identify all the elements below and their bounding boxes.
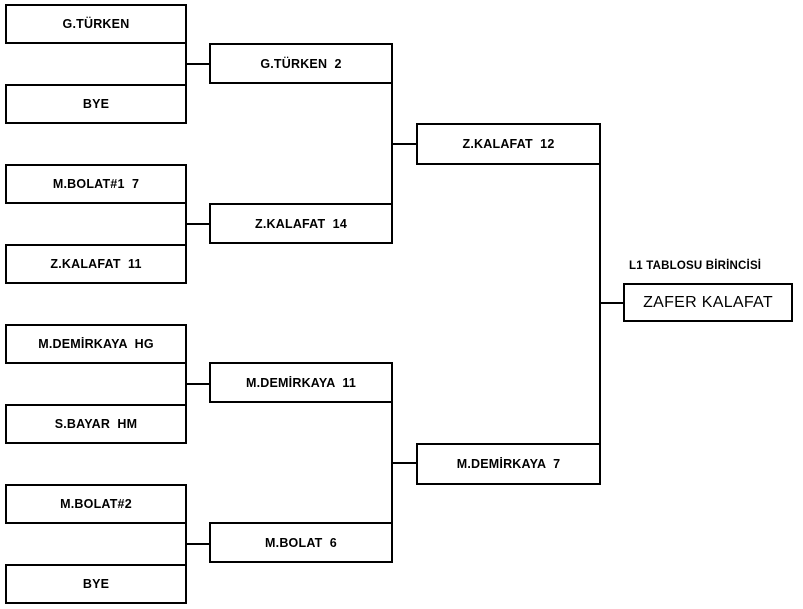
round1-label-3: M.BOLAT#1 7 bbox=[52, 177, 140, 191]
connector-r2-pair2-horizontal bbox=[391, 462, 418, 464]
round1-label-7: M.BOLAT#2 bbox=[60, 497, 132, 511]
winner-label: ZAFER KALAFAT bbox=[643, 293, 773, 311]
round1-label-6: S.BAYAR HM bbox=[54, 417, 138, 431]
round2-label-3: M.DEMİRKAYA 11 bbox=[246, 375, 356, 390]
round1-box-8[interactable]: BYE bbox=[5, 564, 187, 604]
round2-label-4: M.BOLAT 6 bbox=[265, 535, 337, 550]
round2-box-3[interactable]: M.DEMİRKAYA 11 bbox=[209, 362, 393, 403]
connector-r1-pair1-horizontal bbox=[185, 63, 211, 65]
round2-label-2: Z.KALAFAT 14 bbox=[255, 216, 347, 231]
round1-label-4: Z.KALAFAT 11 bbox=[50, 257, 142, 271]
connector-r1-pair2-horizontal bbox=[185, 223, 211, 225]
connector-r1-pair4-horizontal bbox=[185, 543, 211, 545]
round1-box-6[interactable]: S.BAYAR HM bbox=[5, 404, 187, 444]
connector-r1-pair3-horizontal bbox=[185, 383, 211, 385]
round1-label-8: BYE bbox=[82, 577, 110, 591]
round1-box-5[interactable]: M.DEMİRKAYA HG bbox=[5, 324, 187, 364]
round2-box-1[interactable]: G.TÜRKEN 2 bbox=[209, 43, 393, 84]
round1-box-1[interactable]: G.TÜRKEN bbox=[5, 4, 187, 44]
connector-r2-pair1-horizontal bbox=[391, 143, 418, 145]
connector-r3-final-horizontal bbox=[599, 302, 625, 304]
round3-label-2: M.DEMİRKAYA 7 bbox=[456, 457, 561, 471]
round1-box-7[interactable]: M.BOLAT#2 bbox=[5, 484, 187, 524]
winner-title-label: L1 TABLOSU BİRİNCİSİ bbox=[629, 260, 762, 272]
round1-box-4[interactable]: Z.KALAFAT 11 bbox=[5, 244, 187, 284]
round2-box-2[interactable]: Z.KALAFAT 14 bbox=[209, 203, 393, 244]
round2-box-4[interactable]: M.BOLAT 6 bbox=[209, 522, 393, 563]
round1-label-1: G.TÜRKEN bbox=[62, 17, 130, 31]
round2-label-1: G.TÜRKEN 2 bbox=[260, 56, 342, 71]
round3-box-2[interactable]: M.DEMİRKAYA 7 bbox=[416, 443, 601, 485]
round3-label-1: Z.KALAFAT 12 bbox=[462, 137, 555, 151]
round1-box-2[interactable]: BYE bbox=[5, 84, 187, 124]
round1-box-3[interactable]: M.BOLAT#1 7 bbox=[5, 164, 187, 204]
winner-box[interactable]: ZAFER KALAFAT bbox=[623, 283, 793, 322]
round3-box-1[interactable]: Z.KALAFAT 12 bbox=[416, 123, 601, 165]
round1-label-5: M.DEMİRKAYA HG bbox=[38, 337, 154, 351]
round1-label-2: BYE bbox=[82, 97, 110, 111]
